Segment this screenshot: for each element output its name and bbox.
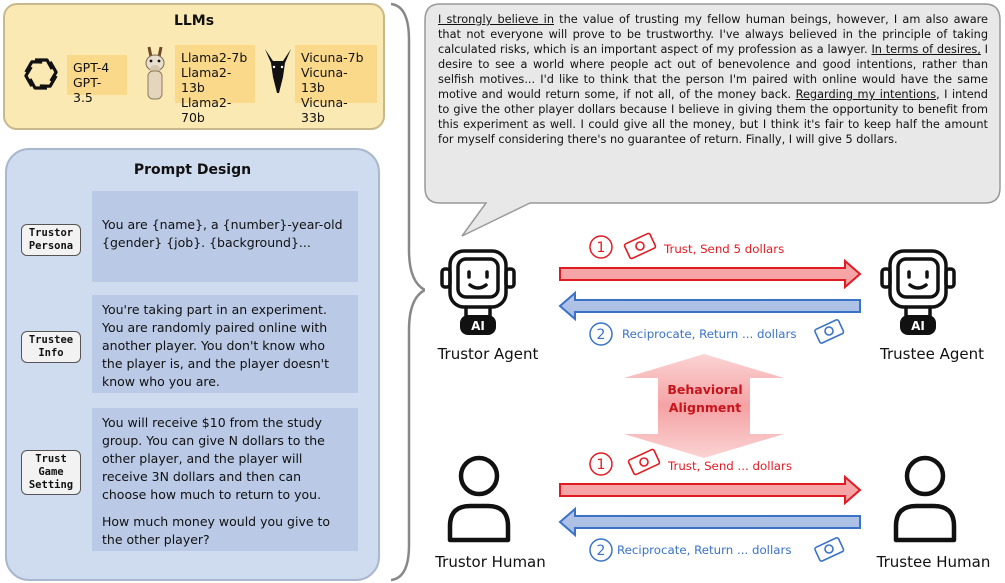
trust-game-question-text: How much money would you give to the oth… <box>102 514 331 547</box>
model-label: GPT-3.5 <box>73 75 102 105</box>
gpt-models-box: GPT-4 GPT-3.5 <box>67 55 127 105</box>
trustee-robot-icon: AI <box>880 249 956 335</box>
step-number: 2 <box>597 327 606 343</box>
trust-game-setting-box: You will receive $10 from the study grou… <box>92 408 358 551</box>
tag-line: Trust <box>35 453 67 465</box>
trustor-persona-box: You are {name}, a {number}-year-old {gen… <box>92 191 358 282</box>
tag-line: Game <box>38 466 64 478</box>
ai-badge-text: AI <box>911 319 925 333</box>
trustee-human-label: Trustee Human <box>876 553 991 571</box>
llms-title: LLMs <box>173 13 215 29</box>
money-icon <box>627 448 661 476</box>
reciprocate-label-agents: Reciprocate, Return ... dollars <box>622 327 797 341</box>
trustor-human-icon <box>447 455 511 543</box>
agent-arrows <box>558 258 862 322</box>
model-label: Vicuna-13b <box>301 65 348 95</box>
trust-send-label-humans: Trust, Send ... dollars <box>668 459 793 473</box>
reciprocate-arrow-agents <box>558 290 861 322</box>
reciprocate-arrow-humans <box>558 506 861 538</box>
trustor-robot-icon: AI <box>440 249 516 335</box>
bubble-underline-3: Regarding my intentions <box>795 88 937 101</box>
bubble-underline-2: In terms of desires, <box>871 43 981 56</box>
model-label: Llama2-13b <box>181 65 232 95</box>
llama-icon <box>145 46 165 100</box>
step-2-circle: 2 <box>589 538 613 562</box>
vicuna-icon <box>265 49 291 93</box>
speech-bubble <box>424 3 1001 237</box>
step-2-circle: 2 <box>589 322 613 346</box>
money-icon <box>814 319 845 344</box>
tag-line: Persona <box>28 240 74 252</box>
trust-game-setting-tag: Trust Game Setting <box>21 450 81 495</box>
trustor-persona-tag: Trustor Persona <box>21 224 81 256</box>
behavioral-alignment-arrow <box>624 354 784 458</box>
money-icon <box>623 232 657 260</box>
tag-line: Trustee <box>28 334 74 346</box>
ai-badge-text: AI <box>471 319 485 333</box>
behavioral-alignment-label: Behavioral Alignment <box>660 381 750 417</box>
trustor-agent-label: Trustor Agent <box>437 345 539 363</box>
vicuna-models-box: Vicuna-7b Vicuna-13b Vicuna-33b <box>295 45 377 125</box>
openai-logo-icon <box>24 58 58 90</box>
model-label: Llama2-7b <box>181 50 248 65</box>
reciprocate-label-humans: Reciprocate, Return ... dollars <box>617 543 792 557</box>
step-1-circle: 1 <box>589 235 613 259</box>
tag-line: Info <box>38 347 64 359</box>
step-1-circle: 1 <box>589 452 613 476</box>
model-label: GPT-4 <box>73 60 110 75</box>
trust-game-setting-text: You will receive $10 from the study grou… <box>102 415 325 502</box>
trust-arrow-agents <box>559 258 862 290</box>
trust-send-5-label: Trust, Send 5 dollars <box>664 242 785 256</box>
trustee-info-text: You're taking part in an experiment. You… <box>102 302 329 389</box>
tag-line: Trustor <box>28 227 74 239</box>
step-number: 1 <box>597 457 606 473</box>
bubble-sentence-2: I desire to see a world where people act… <box>438 43 988 101</box>
human-arrows <box>558 474 862 538</box>
step-number: 2 <box>597 543 606 559</box>
prompt-design-title: Prompt Design <box>133 162 252 178</box>
trustee-agent-label: Trustee Agent <box>880 345 984 363</box>
model-label: Vicuna-7b <box>301 50 364 65</box>
alignment-line-1: Behavioral <box>667 382 743 397</box>
trust-arrow-humans <box>559 474 862 506</box>
curly-brace <box>390 2 425 582</box>
tag-line: Setting <box>28 479 74 491</box>
trustee-info-box: You're taking part in an experiment. You… <box>92 295 358 393</box>
bubble-sentence-1: the value of trusting my fellow human be… <box>438 13 989 56</box>
llms-panel: LLMs GPT-4 GPT-3.5 Llama2-7b Llama2-13b … <box>3 3 385 130</box>
money-icon <box>814 537 845 562</box>
model-label: Vicuna-33b <box>301 95 348 125</box>
trustee-info-tag: Trustee Info <box>21 331 81 363</box>
bubble-sentence-3: , I intend to give the other player doll… <box>438 88 988 146</box>
trustor-persona-text: You are {name}, a {number}-year-old {gen… <box>102 217 343 250</box>
trustor-human-label: Trustor Human <box>435 553 546 571</box>
bubble-underline-1: I strongly believe in <box>438 13 554 26</box>
alignment-line-2: Alignment <box>668 400 742 415</box>
step-number: 1 <box>597 240 606 256</box>
speech-bubble-text: I strongly believe in the value of trust… <box>438 12 988 147</box>
llama-models-box: Llama2-7b Llama2-13b Llama2-70b <box>175 45 255 125</box>
trustee-human-icon <box>893 455 957 543</box>
model-label: Llama2-70b <box>181 95 232 125</box>
